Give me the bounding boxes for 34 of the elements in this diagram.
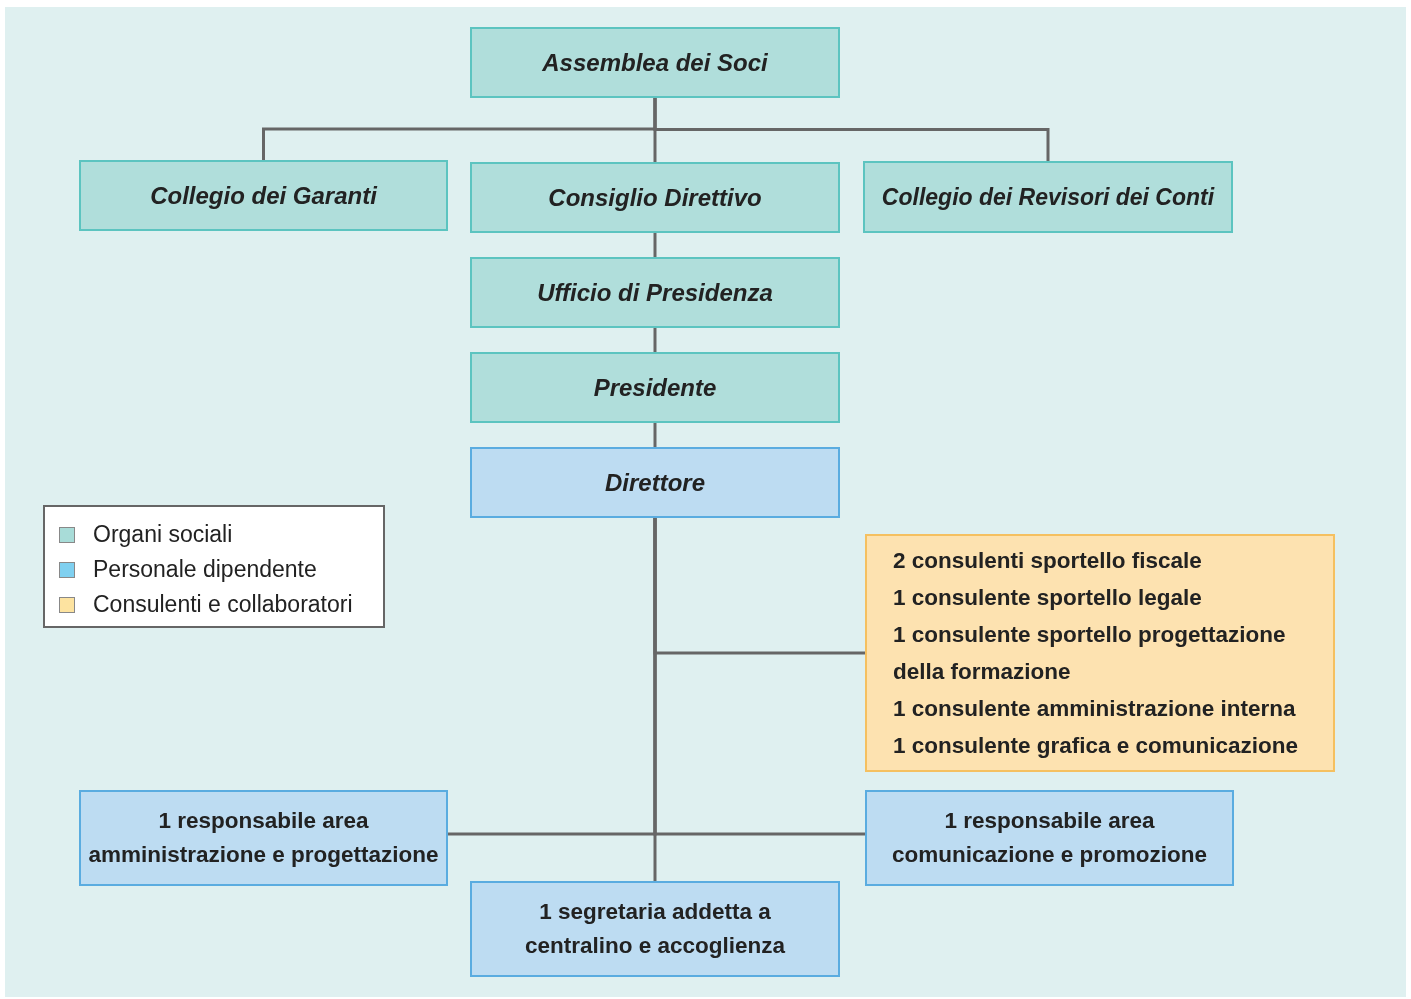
org-box: [470, 881, 840, 977]
org-box: [865, 534, 1335, 772]
org-box: [470, 27, 840, 98]
connector-line: [653, 518, 657, 881]
node-label: 1 consulente amministrazione interna: [893, 695, 1296, 724]
org-box: [865, 790, 1234, 886]
connector-line: [653, 233, 657, 257]
org-box: [79, 790, 448, 886]
legend-label: Consulenti e collaboratori: [93, 591, 353, 618]
node-label: Collegio dei Revisori dei Conti: [881, 182, 1215, 212]
org-box: [79, 160, 448, 231]
org-box: [470, 352, 840, 423]
node-label: 1 consulente sportello progettazione della formazione: [893, 620, 1287, 686]
node-label: Assemblea dei Soci: [542, 47, 768, 78]
node-label: 1 segretaria addetta a centralino e accoglienza: [523, 898, 787, 960]
legend-label: Organi sociali: [93, 521, 233, 548]
node-label: 1 responsabile area amministrazione e progettazione: [87, 807, 440, 869]
connector-line: [653, 98, 1050, 161]
org-box: [863, 161, 1233, 233]
node-label: Consiglio Direttivo: [548, 182, 762, 213]
org-box: [470, 257, 840, 328]
node-label: Collegio dei Garanti: [150, 180, 377, 211]
node-label: 1 consulente sportello legale: [893, 583, 1202, 612]
connector-line: [653, 328, 657, 352]
node-label: Direttore: [605, 467, 705, 498]
org-box: [470, 162, 840, 233]
node-label: Presidente: [593, 372, 717, 403]
legend-label: Personale dipendente: [93, 556, 317, 583]
node-label: 2 consulenti sportello fiscale: [893, 546, 1202, 575]
node-label: 1 responsabile area comunicazione e promozione: [890, 807, 1208, 869]
connector-line: [653, 423, 657, 447]
node-label: 1 consulente grafica e comunicazione: [893, 732, 1299, 761]
org-box: [470, 447, 840, 518]
node-label: Ufficio di Presidenza: [537, 277, 773, 308]
